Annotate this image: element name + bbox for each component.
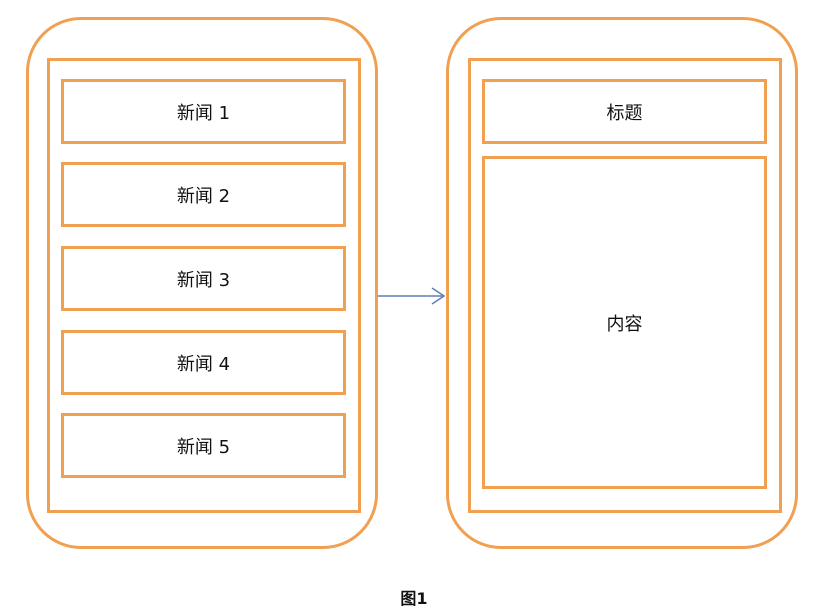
news-item-label: 新闻 4 xyxy=(176,353,231,375)
title-box: 标题 xyxy=(482,79,767,144)
news-item-5[interactable]: 新闻 5 xyxy=(61,413,346,478)
content-box: 内容 xyxy=(482,156,767,489)
content-label: 内容 xyxy=(606,313,643,335)
news-item-label: 新闻 1 xyxy=(176,102,231,124)
figure-caption: 图1 xyxy=(400,589,428,608)
title-label: 标题 xyxy=(606,102,643,124)
news-item-3[interactable]: 新闻 3 xyxy=(61,246,346,311)
arrow-head xyxy=(431,287,446,305)
news-item-1[interactable]: 新闻 1 xyxy=(61,79,346,144)
news-item-label: 新闻 5 xyxy=(176,436,231,458)
news-item-label: 新闻 2 xyxy=(176,185,231,207)
news-item-4[interactable]: 新闻 4 xyxy=(61,330,346,395)
news-item-2[interactable]: 新闻 2 xyxy=(61,162,346,227)
news-item-label: 新闻 3 xyxy=(176,269,231,291)
